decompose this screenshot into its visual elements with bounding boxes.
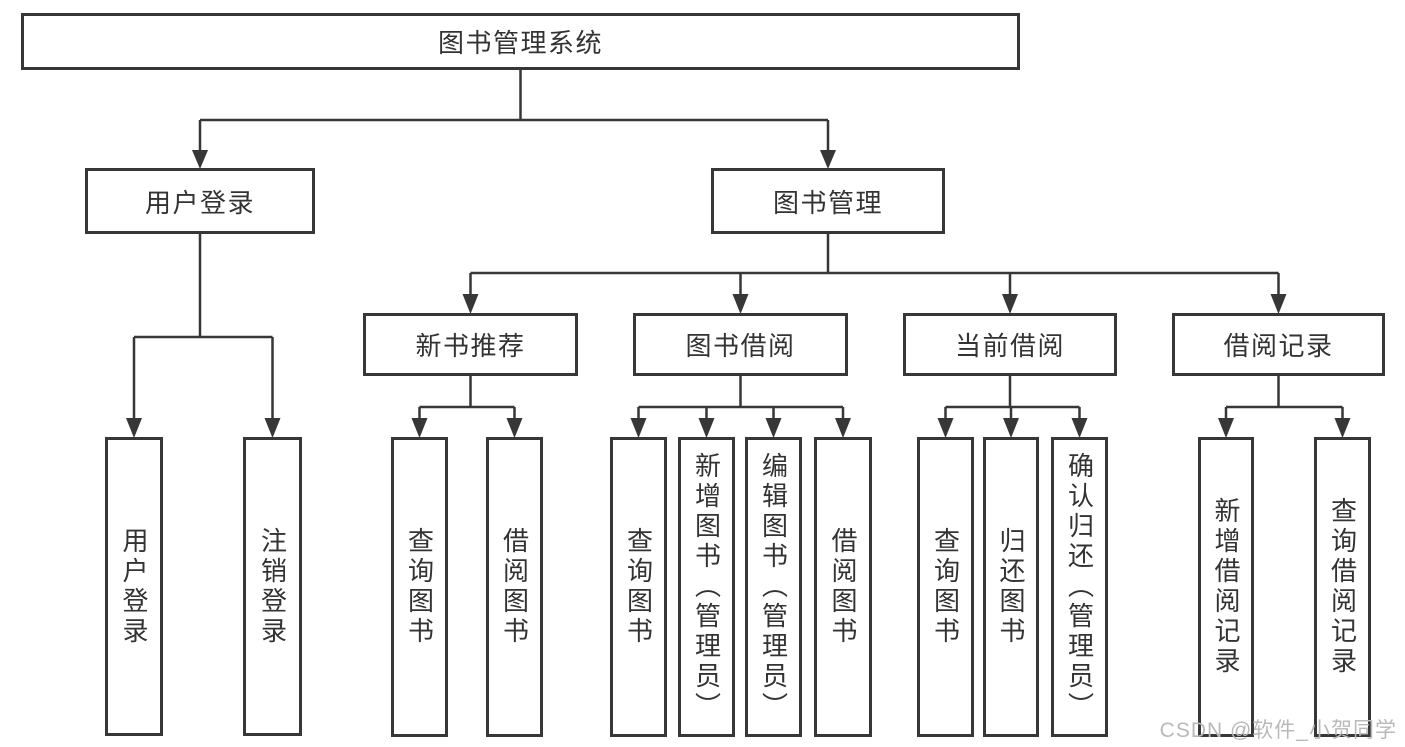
node-label: 图书管理系统: [437, 28, 603, 58]
node-logout: 注销登录: [243, 437, 302, 736]
node-user-login-branch: 用户登录: [85, 168, 315, 234]
elbow-connectors: [132, 69, 1344, 418]
node-label: 图书借阅: [685, 331, 796, 361]
node-label: 用户登录: [144, 187, 255, 218]
node-book-management: 图书管理: [711, 168, 945, 234]
node-new-book-recommend: 新书推荐: [363, 313, 578, 376]
node-borrowing-borrow-books: 借阅图书: [814, 437, 872, 737]
node-return-books: 归还图书: [983, 437, 1039, 737]
node-label: 查询图书: [930, 527, 961, 647]
node-label: 借阅记录: [1223, 331, 1334, 361]
node-label: 用户登录: [119, 526, 149, 647]
node-label: 借阅图书: [499, 527, 530, 647]
node-label: 新书推荐: [415, 331, 526, 361]
node-label: 查询借阅记录: [1327, 497, 1358, 677]
node-label: 查询图书: [404, 527, 435, 647]
node-recommend-borrow-books: 借阅图书: [486, 437, 543, 737]
node-query-borrow-record: 查询借阅记录: [1314, 437, 1371, 737]
node-recommend-query-books: 查询图书: [391, 437, 448, 737]
node-current-borrowing: 当前借阅: [903, 313, 1117, 376]
node-label: 借阅图书: [828, 527, 858, 647]
node-label: 查询图书: [623, 527, 654, 647]
node-add-books-admin: 新增图书（管理员）: [678, 437, 735, 737]
node-current-query-books: 查询图书: [917, 437, 974, 737]
csdn-watermark: CSDN @软件_小贺同学: [1159, 719, 1397, 742]
node-borrowing-records: 借阅记录: [1172, 313, 1385, 376]
node-label: 新增图书（管理员）: [691, 452, 722, 722]
node-edit-books-admin: 编辑图书（管理员）: [745, 437, 802, 737]
node-label: 图书管理: [772, 187, 883, 218]
node-label: 确认归还（管理员）: [1064, 452, 1095, 722]
node-label: 注销登录: [257, 526, 288, 647]
arrowhead-icons: [126, 150, 1351, 438]
node-user-login: 用户登录: [105, 437, 163, 736]
node-label: 编辑图书（管理员）: [758, 452, 789, 722]
node-label: 归还图书: [996, 527, 1026, 647]
node-book-borrowing: 图书借阅: [633, 313, 848, 376]
node-label: 当前借阅: [954, 331, 1065, 361]
node-confirm-return-admin: 确认归还（管理员）: [1051, 437, 1108, 737]
node-library-management-system: 图书管理系统: [21, 13, 1020, 70]
node-label: 新增借阅记录: [1211, 497, 1241, 677]
node-borrowing-query-books: 查询图书: [610, 437, 667, 737]
node-add-borrow-record: 新增借阅记录: [1198, 437, 1254, 737]
